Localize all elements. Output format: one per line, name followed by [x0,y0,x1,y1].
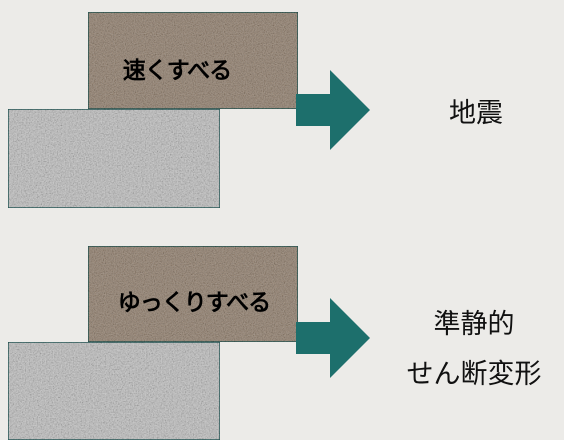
result-label-shear-deformation: せん断変形 [407,359,542,390]
lower-block-fast [7,108,221,209]
arrow-right-icon [296,298,370,378]
result-label-quasistatic: 準静的 [434,309,515,340]
upper-block-slow [87,245,299,343]
upper-block-label-fast: 速くすべる [123,57,231,84]
lower-block-slow [7,341,221,440]
row-slow-slip: ゆっくりすべる 準静的 せん断変形 [7,245,542,440]
upper-block-label-slow: ゆっくりすべる [118,290,270,316]
arrow-right-icon [296,70,370,150]
row-fast-slip: 速くすべる 地震 [7,11,503,209]
result-label-earthquake: 地震 [449,98,503,129]
upper-block-fast [87,11,299,110]
